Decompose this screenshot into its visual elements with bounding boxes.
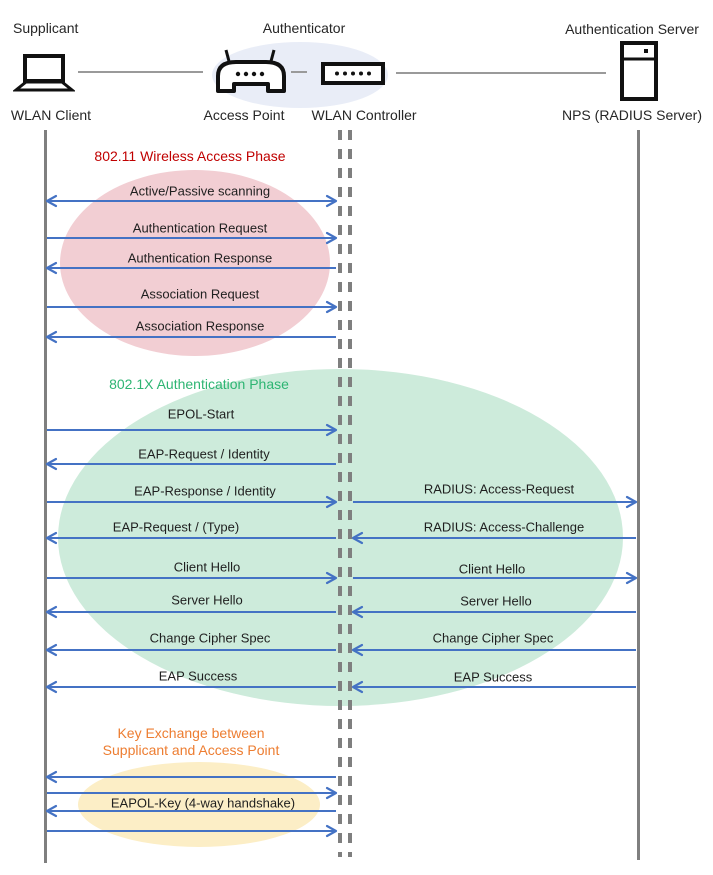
message-label: EAP-Request / Identity [138, 446, 270, 462]
message-label: Active/Passive scanning [129, 183, 271, 199]
device-label-wlan-client: WLAN Client [10, 107, 92, 123]
message-label: Change Cipher Spec [149, 630, 271, 646]
lifeline-wlan-client [44, 130, 47, 863]
message-label: EPOL-Start [167, 406, 235, 422]
message-label: RADIUS: Access-Request [423, 481, 575, 497]
message-label: RADIUS: Access-Challenge [423, 519, 585, 535]
message-label: Association Request [140, 286, 260, 302]
phase-title-key-exchange-line2: Supplicant and Access Point [102, 742, 280, 758]
connector-line-controller-server [396, 72, 606, 74]
connector-line-ap-controller [291, 71, 307, 73]
phase-title-80211: 802.11 Wireless Access Phase [94, 148, 286, 164]
message-label: Change Cipher Spec [432, 630, 554, 646]
device-label-nps: NPS (RADIUS Server) [561, 107, 703, 123]
message-label: EAP Success [453, 669, 533, 685]
message-label: Server Hello [460, 593, 532, 609]
role-label-authentication-server: Authentication Server [565, 21, 699, 37]
phase-title-8021x: 802.1X Authentication Phase [109, 376, 289, 392]
message-label: Client Hello [173, 559, 241, 575]
message-label: Client Hello [458, 561, 526, 577]
lifeline-controller-right [348, 130, 352, 857]
role-label-supplicant: Supplicant [13, 20, 79, 36]
message-label: Authentication Response [127, 250, 273, 266]
laptop-icon [13, 54, 75, 92]
message-label: EAP-Response / Identity [134, 483, 276, 499]
server-icon [620, 41, 658, 101]
access-point-icon [216, 49, 286, 93]
message-label: Authentication Request [132, 220, 268, 236]
message-label: EAPOL-Key (4-way handshake) [110, 795, 296, 811]
phase-title-key-exchange-line1: Key Exchange between [117, 725, 265, 741]
device-label-wlan-controller: WLAN Controller [311, 107, 417, 123]
role-label-authenticator: Authenticator [262, 20, 346, 36]
message-label: Server Hello [171, 592, 243, 608]
lifeline-server [637, 130, 640, 860]
message-label: Association Response [135, 318, 265, 334]
device-label-access-point: Access Point [203, 107, 285, 123]
connector-line-client-ap [78, 71, 203, 73]
wlan-controller-icon [321, 62, 385, 85]
lifeline-controller-left [338, 130, 342, 857]
message-label: EAP-Request / (Type) [112, 519, 240, 535]
message-label: EAP Success [158, 668, 238, 684]
